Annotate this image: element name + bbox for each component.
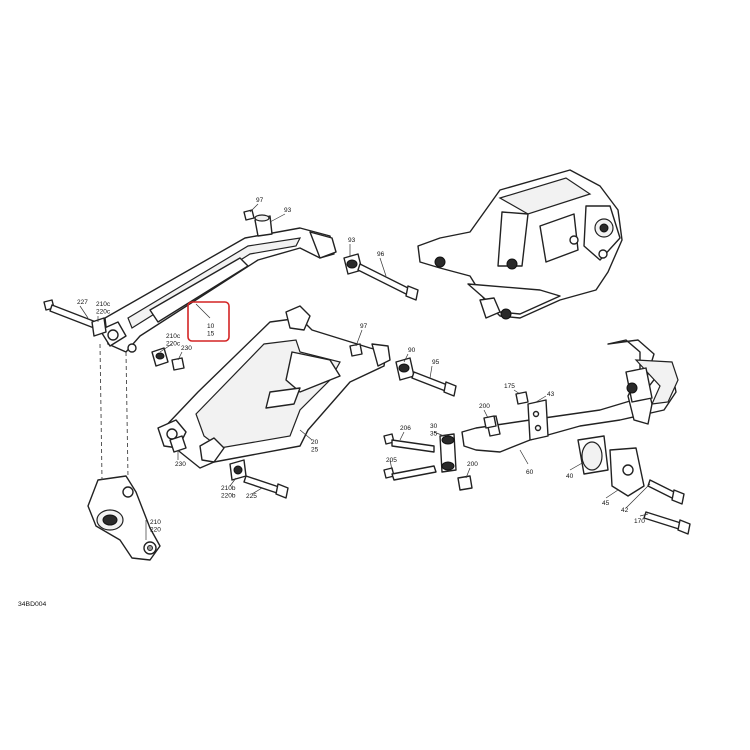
callout-30-35: 30 35 [430,423,439,438]
lower-a-arm [157,305,391,469]
sway-bar [461,339,679,497]
rear-frame-bracket [417,169,623,320]
knuckle [87,475,161,561]
callout-93-right: 93 [348,237,356,244]
callout-20-25: 20 25 [311,439,320,454]
callout-96: 96 [377,251,385,258]
callout-45: 45 [602,500,610,507]
callout-210b-220b: 210b 220b [221,485,237,500]
callout-227: 227 [77,299,88,306]
callout-60: 60 [526,469,534,476]
callout-93-top: 93 [284,207,292,214]
diagram-code: 34BD004 [18,601,47,608]
knuckle-axis-line [99,343,103,481]
callout-170: 170 [634,518,645,525]
callout-230-bottom: 230 [175,461,186,468]
callout-97-top: 97 [256,197,264,204]
callout-42: 42 [621,507,629,514]
callout-200-top: 200 [479,403,490,410]
callout-labels: 97 93 93 96 227 210c 220c 210c 220c 230 … [77,197,645,534]
hardware [43,209,691,535]
leader-lines [79,203,651,540]
callout-230-mid: 230 [181,345,192,352]
callout-200-bottom: 200 [467,461,478,468]
highlight-label: 10 15 [207,323,216,338]
callout-175: 175 [504,383,515,390]
callout-40: 40 [566,473,574,480]
callout-43: 43 [547,391,555,398]
highlighted-callout[interactable]: 10 15 [187,301,230,342]
callout-210c-220c-top: 210c 220c [96,301,112,316]
callout-206: 206 [400,425,411,432]
knuckle-axis-line-b [125,351,129,479]
callout-95: 95 [432,359,440,366]
callout-205: 205 [386,457,397,464]
upper-trailing-arm [99,227,337,353]
highlight-box [187,301,230,342]
callout-210c-220c-mid: 210c 220c [166,333,182,348]
link-rod [439,433,457,473]
callout-225: 225 [246,493,257,500]
callout-90: 90 [408,347,416,354]
callout-210-220: 210 220 [150,519,163,534]
callout-97-mid: 97 [360,323,368,330]
